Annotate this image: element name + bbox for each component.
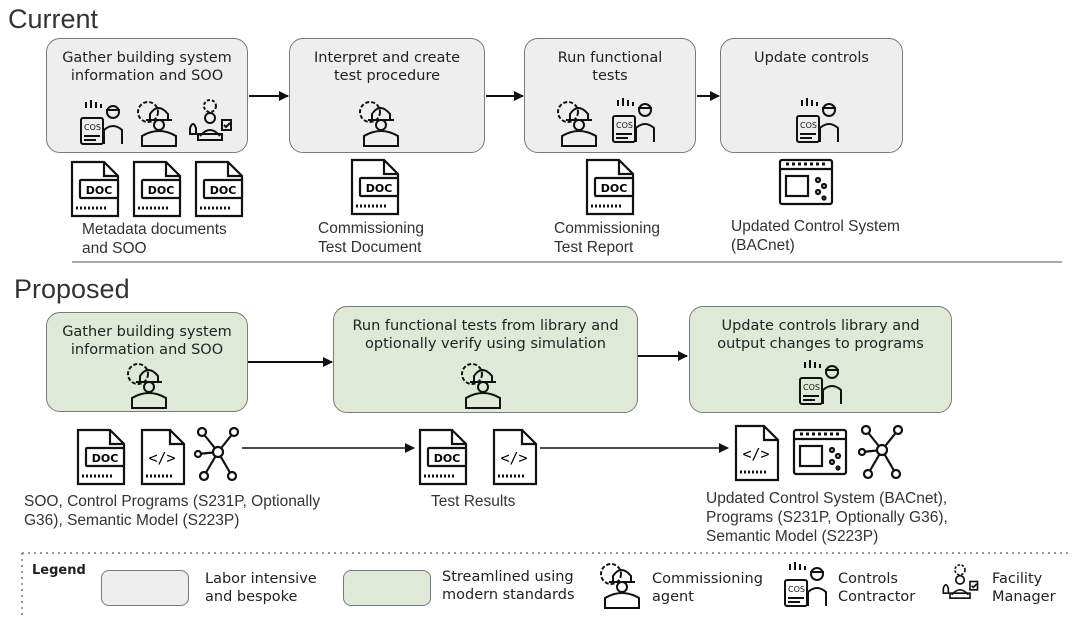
commissioning-agent-icon [461,363,501,409]
caption-updated-control-system: Updated Control System (BACnet) [731,218,900,254]
section-title-current: Current [8,4,99,34]
legend-title: Legend [32,563,86,578]
svg-text:COS: COS [803,383,820,392]
doc-file-icon: DOC [583,158,639,221]
commissioning-agent-icon [359,101,399,147]
svg-text:COS: COS [800,121,817,130]
svg-text:COS: COS [788,585,805,594]
controls-contractor-icon: COS [80,100,123,145]
section-title-proposed: Proposed [14,274,130,304]
controls-contractor-icon: COS [784,562,827,607]
commissioning-agent-icon [137,101,177,147]
doc-file-icon: DOC [74,428,130,491]
svg-text:COS: COS [616,121,633,130]
controls-contractor-icon: COS [796,98,839,143]
commissioning-agent-icon [557,101,597,147]
facility-manager-icon [189,99,232,141]
proposed-box-gather: Gather building system information and S… [46,312,248,412]
svg-text:DOC: DOC [366,182,393,195]
commissioning-agent-icon [600,563,640,609]
code-file-icon: </> [138,428,188,491]
box-label: Update controls [754,50,869,66]
doc-file-icon: DOC [192,160,248,223]
proposed-box-run-tests: Run functional tests from library and op… [333,306,638,413]
current-box-update-controls: Update controls [720,38,903,153]
control-panel-icon [778,158,834,211]
network-graph-icon [193,422,242,489]
svg-text:</>: </> [500,449,527,467]
svg-text:</>: </> [742,445,769,463]
legend-label-contractor: Controls Contractor [838,571,916,606]
svg-text:DOC: DOC [86,184,113,197]
current-box-interpret: Interpret and create test procedure [289,38,485,153]
box-label: Interpret and create test procedure [313,50,460,85]
svg-text:DOC: DOC [210,184,237,197]
doc-file-icon: DOC [348,158,404,221]
commissioning-agent-icon [127,363,167,409]
caption-soo-programs: SOO, Control Programs (S231P, Optionally… [24,493,321,529]
facility-manager-icon [942,563,979,599]
caption-test-document: Commissioning Test Document [318,220,424,256]
box-label: Update controls library and output chang… [717,318,924,353]
legend-swatch-gray [101,570,189,606]
legend-label-agent: Commissioning agent [652,571,763,606]
doc-file-icon: DOC [416,428,472,491]
legend-label-streamlined: Streamlined using modern standards [442,569,575,604]
box-label: Run functional tests from library and op… [352,318,619,353]
caption-metadata: Metadata documents and SOO [82,221,227,257]
network-graph-icon [857,420,906,487]
box-label: Gather building system information and S… [62,50,232,85]
svg-text:DOC: DOC [434,452,461,465]
box-label: Run functional tests [557,50,663,85]
controls-contractor-icon: COS [799,360,842,405]
legend-label-manager: Facility Manager [992,571,1056,606]
box-label: Gather building system information and S… [62,324,232,359]
svg-text:</>: </> [148,449,175,467]
controls-contractor-icon: COS [612,98,655,143]
caption-test-report: Commissioning Test Report [554,220,660,256]
svg-text:COS: COS [84,123,101,132]
legend-swatch-green [343,570,431,606]
legend-label-labor: Labor intensive and bespoke [205,571,317,606]
current-box-run-tests: Run functional tests [524,38,696,153]
proposed-box-update-library: Update controls library and output chang… [689,306,952,413]
svg-text:DOC: DOC [601,182,628,195]
code-file-icon: </> [732,424,782,487]
code-file-icon: </> [490,428,540,491]
control-panel-icon [792,428,848,481]
caption-updated-system-programs: Updated Control System (BACnet), Program… [706,490,948,545]
doc-file-icon: DOC [68,160,124,223]
caption-test-results: Test Results [431,493,516,510]
svg-text:DOC: DOC [92,452,119,465]
svg-text:DOC: DOC [148,184,175,197]
doc-file-icon: DOC [130,160,186,223]
